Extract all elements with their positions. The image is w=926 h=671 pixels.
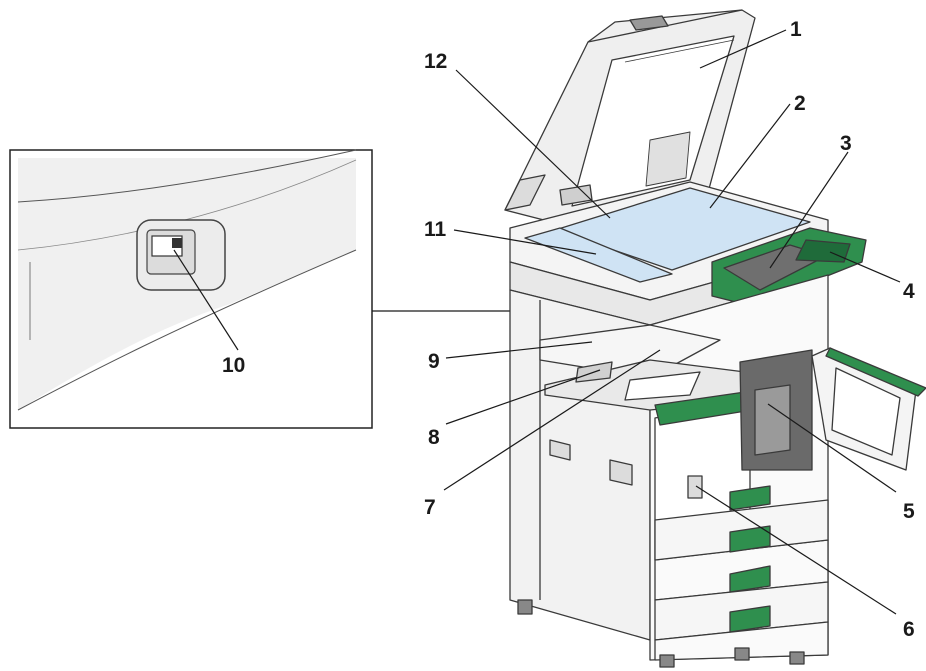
callout-5: 5 (903, 500, 915, 523)
control-panel (711, 227, 867, 307)
side-door (811, 347, 926, 471)
leader-1 (699, 29, 787, 69)
leader-4 (829, 251, 901, 283)
leader-9 (445, 341, 593, 359)
callout-12: 12 (424, 50, 447, 73)
callout-8: 8 (428, 426, 440, 449)
leader-10 (173, 249, 239, 351)
copier-machine (504, 9, 926, 668)
leader-3 (769, 151, 849, 269)
usb-port (136, 219, 226, 291)
leader-7 (443, 349, 661, 491)
leader-5 (767, 403, 897, 493)
casters (517, 599, 805, 668)
callout-10: 10 (222, 354, 245, 377)
leader-11 (453, 229, 597, 255)
leader-lines (173, 29, 901, 615)
callout-11: 11 (424, 218, 447, 241)
document-feeder (504, 9, 756, 229)
callout-6: 6 (903, 618, 915, 641)
callout-7: 7 (424, 496, 436, 519)
callout-4: 4 (903, 280, 915, 303)
leader-8 (445, 369, 601, 425)
receiving-tray (539, 324, 746, 411)
callout-2: 2 (794, 92, 806, 115)
leader-6 (695, 485, 897, 615)
inset-detail (9, 149, 373, 429)
paper-drawers (654, 485, 829, 661)
callout-1: 1 (790, 18, 802, 41)
document-glass (554, 187, 811, 271)
callout-3: 3 (840, 132, 852, 155)
leader-2 (709, 103, 791, 209)
leader-12 (455, 69, 611, 219)
callout-9: 9 (428, 350, 440, 373)
scanning-area (524, 227, 673, 283)
callout-labels: 1 2 3 4 5 6 7 8 9 10 11 12 (222, 18, 915, 641)
